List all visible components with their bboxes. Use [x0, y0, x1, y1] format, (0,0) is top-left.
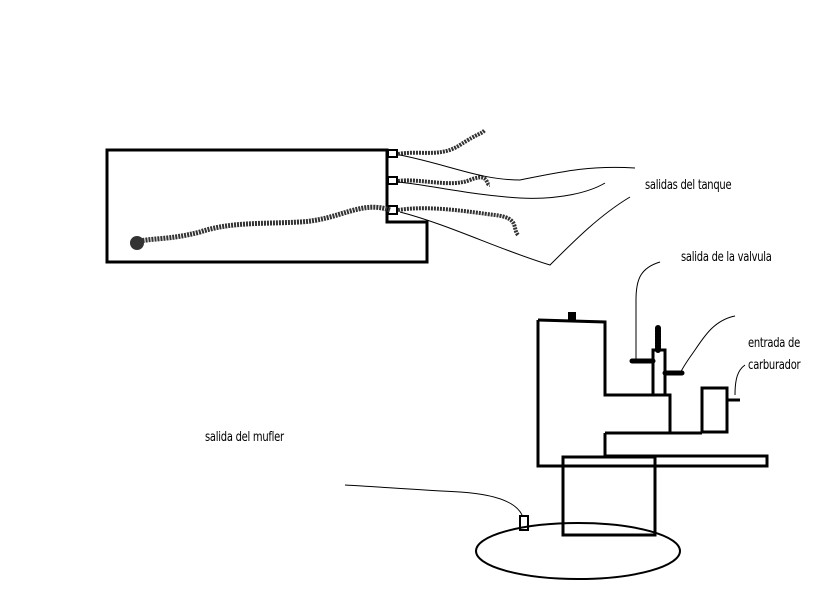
fuel-tank [105, 148, 429, 264]
engine-cap [568, 312, 576, 320]
label-carb-inlet-1: entrada de [748, 336, 800, 351]
label-carb-inlet-2: carburador [748, 358, 801, 373]
leader-lines [344, 154, 746, 516]
label-valve-outlet: salida de la valvula [681, 250, 772, 265]
muffler [475, 455, 681, 580]
hoses [134, 128, 520, 245]
engine [536, 318, 769, 468]
valve-pins [629, 325, 685, 376]
label-tank-outlets: salidas del tanque [645, 178, 732, 193]
label-muffler-outlet: salida del mufler [205, 430, 284, 445]
hose-end [130, 236, 144, 250]
tank-fittings [387, 149, 398, 215]
